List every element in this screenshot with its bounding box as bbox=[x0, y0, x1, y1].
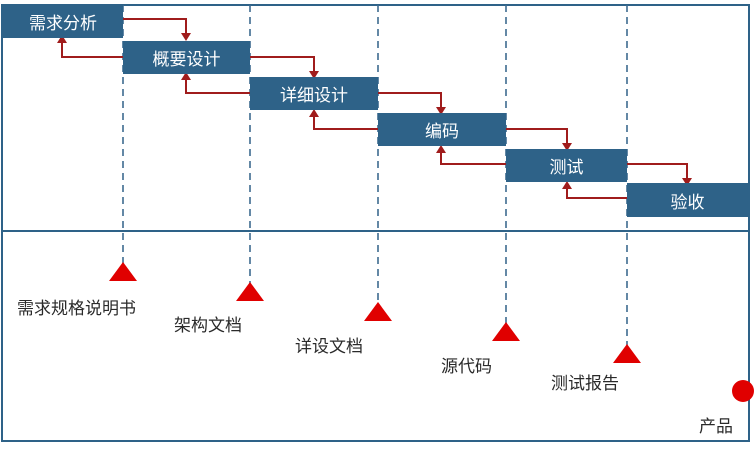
phase-acceptance: 验收 bbox=[627, 183, 748, 217]
arrowhead-down-4 bbox=[562, 143, 572, 151]
forward-arrows bbox=[123, 18, 688, 178]
lower-frame bbox=[1, 230, 750, 442]
deliverable-test-report: 测试报告 bbox=[551, 374, 619, 394]
phase-requirements-analysis: 需求分析 bbox=[3, 5, 123, 38]
triangle-marker-3 bbox=[364, 302, 392, 321]
arrowhead-down-2 bbox=[309, 71, 319, 79]
forward-arrowheads bbox=[181, 33, 692, 186]
triangle-marker-2 bbox=[236, 282, 264, 301]
phase-coding: 编码 bbox=[378, 113, 506, 146]
feedback-arrow-1 bbox=[61, 43, 123, 58]
feedback-arrow-3 bbox=[313, 117, 378, 130]
arrowhead-down-1 bbox=[181, 33, 191, 41]
phase-detailed-design: 详细设计 bbox=[250, 77, 378, 110]
forward-arrow-5 bbox=[627, 163, 688, 178]
feedback-arrowheads bbox=[57, 35, 572, 189]
feedback-arrow-4 bbox=[440, 153, 506, 165]
deliverable-source-code: 源代码 bbox=[441, 357, 492, 377]
product-circle-marker bbox=[732, 380, 754, 402]
arrowhead-up-5 bbox=[562, 181, 572, 189]
arrowhead-up-4 bbox=[436, 145, 446, 153]
feedback-arrows bbox=[61, 43, 627, 199]
phase-high-level-design: 概要设计 bbox=[123, 41, 250, 74]
phase-testing: 测试 bbox=[506, 149, 627, 182]
arrowhead-up-3 bbox=[309, 109, 319, 117]
feedback-arrow-2 bbox=[185, 80, 250, 94]
deliverable-architecture-doc: 架构文档 bbox=[174, 316, 242, 336]
deliverable-markers bbox=[109, 262, 641, 363]
forward-arrow-2 bbox=[250, 56, 315, 71]
triangle-marker-1 bbox=[109, 262, 137, 281]
arrowhead-up-2 bbox=[181, 72, 191, 80]
feedback-arrow-5 bbox=[566, 189, 627, 199]
forward-arrow-1 bbox=[123, 18, 187, 33]
triangle-marker-5 bbox=[613, 344, 641, 363]
triangle-marker-4 bbox=[492, 322, 520, 341]
forward-arrow-4 bbox=[506, 128, 568, 143]
arrowhead-up-1 bbox=[57, 35, 67, 43]
forward-arrow-3 bbox=[378, 92, 442, 107]
deliverable-requirements-spec: 需求规格说明书 bbox=[17, 299, 136, 319]
arrowhead-down-3 bbox=[436, 107, 446, 115]
arrowhead-down-5 bbox=[682, 178, 692, 186]
final-product-label: 产品 bbox=[699, 417, 733, 437]
deliverable-detailed-design-doc: 详设文档 bbox=[295, 337, 363, 357]
